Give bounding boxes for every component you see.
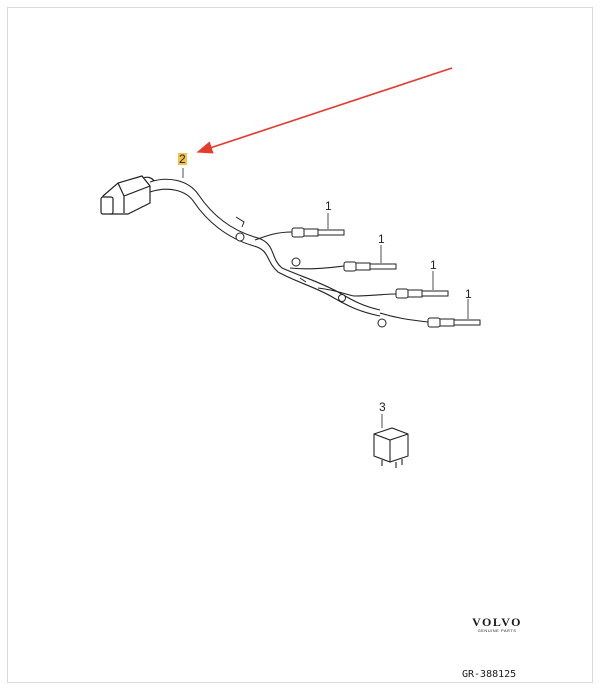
callout-glow-plug-a: 1: [325, 199, 332, 213]
glow-plug-3: [395, 288, 449, 299]
callout-glow-plug-b: 1: [378, 232, 385, 246]
wiring-harness: [149, 178, 429, 323]
drawing-reference: GR-388125: [462, 669, 517, 680]
callout-glow-plug-d: 1: [465, 287, 472, 301]
callout-relay: 3: [379, 400, 386, 414]
glow-plug-2: [343, 261, 397, 272]
callout-harness: 2: [178, 152, 187, 166]
callout-glow-plug-c: 1: [430, 258, 437, 272]
leader-lines-glow-plugs: [327, 213, 469, 428]
glow-plug-4: [427, 317, 481, 328]
brand-tagline: GENUINE PARTS: [477, 628, 517, 633]
relay: [373, 427, 409, 468]
volvo-logo: VOLVO GENUINE PARTS: [472, 616, 522, 634]
brand-name: VOLVO: [472, 615, 522, 629]
diagram-frame: [7, 7, 593, 683]
harness-connector: [100, 175, 155, 215]
pointer-arrow: [196, 67, 453, 154]
harness-clips: [235, 216, 387, 328]
glow-plug-1: [291, 227, 345, 238]
